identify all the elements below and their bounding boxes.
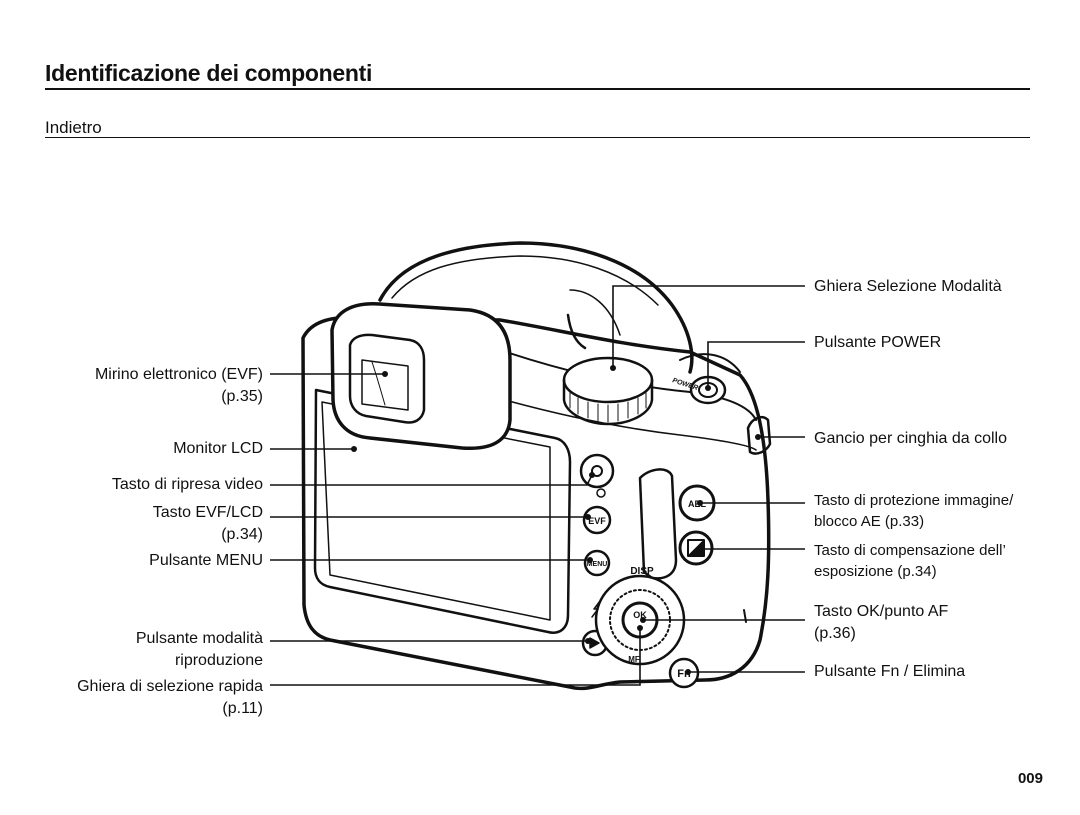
page-number: 009 [1017,770,1043,787]
label-dial-line1: Ghiera di selezione rapida [77,678,263,695]
label-power: Pulsante POWER [814,334,942,351]
label-evf-line2: (p.35) [221,388,263,405]
callout-dial [270,628,641,686]
label-evf-lcd-line2: (p.34) [221,526,263,543]
fn-text: Fn [677,668,691,680]
label-playback-line1: Pulsante modalità [135,630,263,647]
callout-mode-dial [612,285,805,368]
evf-eyecup [330,302,512,451]
label-ok-line2: (p.36) [814,625,856,642]
label-playback-line2: riproduzione [174,652,263,669]
label-exposure-line1: Tasto di compensazione dell’ [814,542,1006,559]
label-ael-line1: Tasto di protezione immagine/ [814,492,1014,509]
label-fn: Pulsante Fn / Elimina [814,663,966,680]
lens-barrel [378,241,694,374]
callout-video [270,474,593,486]
label-exposure-line2: esposizione (p.34) [814,563,937,580]
label-video: Tasto di ripresa video [111,476,263,493]
lcd-frame [313,388,572,634]
camera-body [301,315,771,691]
page-title: Identificazione dei componenti [45,60,373,86]
label-evf-lcd-line1: Tasto EVF/LCD [152,504,263,521]
ok-text: OK [633,610,647,620]
label-evf-lcd: Tasto EVF/LCD (p.34) [153,502,263,546]
ael-text: AEL [688,499,707,509]
label-ok: Tasto OK/punto AF (p.36) [814,601,948,645]
section-rule [45,137,1030,138]
label-dial-line2: (p.11) [222,700,263,717]
label-ael-line2: blocco AE (p.33) [814,513,925,530]
label-playback: Pulsante modalità riproduzione [136,628,263,672]
label-evf-line1: Mirino elettronico (EVF) [94,366,263,383]
evf-lcd-button [582,505,612,535]
label-monitor: Monitor LCD [173,440,263,457]
title-rule [45,88,1030,90]
section-title: Indietro [45,118,102,137]
menu-btn-text: MENU [587,561,608,568]
disp-text: DISP [630,566,654,577]
mf-text: MF [628,655,640,664]
callout-power [707,341,805,388]
label-ok-line1: Tasto OK/punto AF [814,603,949,620]
label-exposure: Tasto di compensazione dell’ esposizione… [814,540,1006,582]
label-evf: Mirino elettronico (EVF) (p.35) [95,364,263,408]
label-menu: Pulsante MENU [149,552,263,569]
label-dial: Ghiera di selezione rapida (p.11) [77,676,263,720]
menu-button [583,549,611,577]
label-mode-dial: Ghiera Selezione Modalità [814,278,1002,295]
mode-dial [562,356,654,404]
label-ael: Tasto di protezione immagine/ blocco AE … [814,490,1013,532]
video-button [579,453,615,489]
label-strap: Gancio per cinghia da collo [814,430,1008,447]
evf-btn-text: EVF [588,516,606,526]
strap-hook [746,416,772,455]
fn-button [668,657,700,689]
